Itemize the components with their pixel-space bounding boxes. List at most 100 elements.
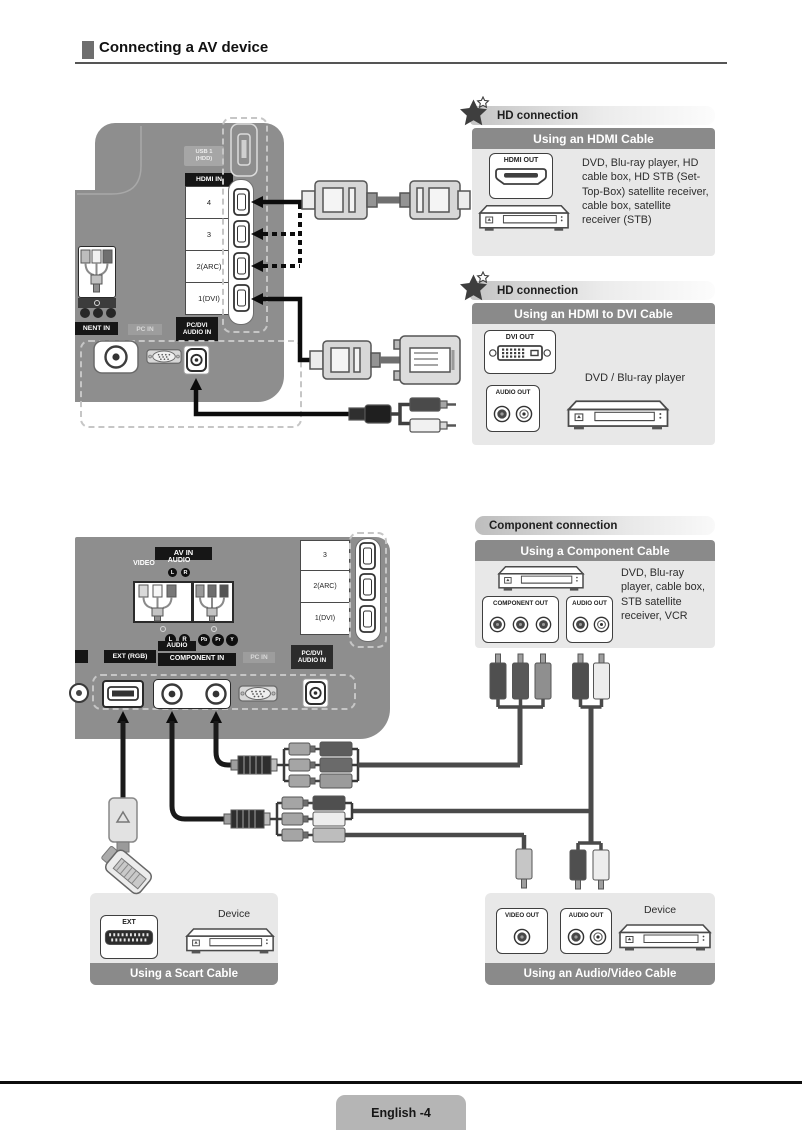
hdmi-ports-dashed-outline (222, 117, 268, 333)
label-fragment (75, 650, 88, 663)
hdmi-port-cell-3b: 3 (300, 540, 350, 571)
audio-left-badge: L (168, 568, 177, 577)
hd-connection-badge-strip-1 (470, 106, 715, 125)
usb-port-label: USB 1 (HDD) (184, 146, 224, 166)
rca-jack-dark-icon (567, 928, 585, 946)
page-number-label: English -4 (371, 1105, 431, 1120)
pc-dvi-line2: AUDIO IN (297, 657, 327, 664)
av-section-header: Using an Audio/Video Cable (485, 963, 715, 985)
page-bottom-rule (0, 1081, 802, 1084)
pc-in-label-bottom: PC IN (243, 652, 275, 663)
rca-jack-white-icon (515, 405, 533, 423)
device-icon (617, 922, 713, 952)
rca-jack-dark-icon (535, 616, 552, 633)
component-jack-dot-1 (80, 308, 90, 318)
connector-row-dashed-outline (92, 674, 356, 710)
scart-cable-illustration (101, 721, 152, 895)
audio-in-left-jack: L (165, 634, 176, 645)
avin-inset-right-box (192, 581, 234, 623)
video-label: VIDEO (133, 560, 155, 567)
hdmi-ports-strip (228, 179, 254, 325)
pb-jack: Pb (198, 634, 210, 646)
rca-jack-dark-icon (493, 405, 511, 423)
scart-section-header: Using a Scart Cable (90, 963, 278, 985)
dvd-player-icon (565, 398, 671, 431)
hdmi-in-label: HDMI IN (185, 173, 233, 186)
avin-inset-left-box (133, 581, 193, 623)
screw-icon (94, 300, 100, 306)
title-bullet (82, 41, 94, 59)
hdmi-connector-icon (494, 167, 548, 187)
hdmi-ports-dashed-outline-bottom (349, 532, 387, 648)
pc-dvi-line1: PC/DVI (301, 649, 323, 657)
pc-in-label-top: PC IN (128, 324, 162, 335)
component-connection-badge-strip (475, 516, 715, 535)
component-section-description: DVD, Blu-ray player, cable box, STB sate… (621, 567, 706, 623)
rca-jack-white-icon (593, 616, 610, 633)
audio-right-badge: R (181, 568, 190, 577)
pc-dvi-audio-in-label-top: PC/DVI AUDIO IN (176, 317, 218, 341)
device-label: Device (217, 908, 251, 920)
audio-out-label: AUDIO OUT (568, 912, 604, 919)
av-adapter-illustration (169, 721, 533, 889)
audio-out-plugs-and-cable (352, 653, 610, 890)
hd-connection-badge-2: HD connection (497, 284, 579, 297)
hdmi-out-port-icon: HDMI OUT (489, 153, 553, 199)
ext-port-icon: EXT (100, 915, 158, 959)
pc-dvi-audio-in-label-bottom: PC/DVI AUDIO IN (291, 645, 333, 669)
y-jack: Y (226, 634, 238, 646)
pc-dvi-line2: AUDIO IN (182, 329, 212, 336)
component-in-label: COMPONENT IN (158, 653, 236, 666)
hdmi-port-cell-2arcb: 2(ARC) (300, 570, 350, 603)
page-title: Connecting a AV device (99, 39, 269, 56)
rca-jack-dark-icon (512, 616, 529, 633)
star-icon (457, 271, 491, 305)
hdmi-cable-illustration (301, 180, 471, 220)
audio-in-right-jack: R (179, 634, 190, 645)
dvd-player-icon (477, 202, 571, 233)
audio-out-label: AUDIO OUT (572, 600, 607, 607)
hdmi-dvi-section-header: Using an HDMI to DVI Cable (472, 303, 715, 324)
component-cable-section-header: Using a Component Cable (475, 540, 715, 561)
component-cluster-box (78, 246, 116, 298)
av-in-label: AV IN (155, 547, 212, 560)
page-number-tab: English -4 (336, 1095, 466, 1130)
hdmi-cable-section-header: Using an HDMI Cable (472, 128, 715, 149)
audio-out-label: AUDIO OUT (495, 389, 531, 396)
ext-rgb-label: EXT (RGB) (104, 650, 156, 663)
audio-strip-label: AUDIO (158, 641, 196, 651)
rca-jack-dark-icon (489, 616, 506, 633)
device-icon (184, 926, 276, 955)
usb-label-line1: USB 1 (195, 149, 213, 156)
hdmi-out-label: HDMI OUT (503, 157, 539, 164)
ext-scart-port (102, 680, 144, 708)
hd-connection-badge-1: HD connection (497, 109, 579, 122)
rca-jack-dark-icon (513, 928, 531, 946)
rca-jack-dark-icon (572, 616, 589, 633)
hdmi-dvi-section-description: DVD / Blu-ray player (584, 372, 686, 384)
component-in-partial-label: NENT IN (75, 322, 118, 335)
device-label: Device (643, 904, 677, 916)
pc-dvi-line1: PC/DVI (186, 321, 208, 329)
hdmi-section-description: DVD, Blu-ray player, HD cable box, HD ST… (582, 157, 709, 227)
screw-icon (160, 626, 166, 632)
component-out-plugs (489, 653, 552, 700)
ext-label: EXT (122, 919, 136, 926)
dvi-out-port-icon: DVI OUT (484, 330, 556, 374)
dvi-connector-icon (488, 344, 552, 362)
audio-label: AUDIO (167, 557, 191, 564)
star-icon (457, 96, 491, 130)
component-jack-dot-2 (93, 308, 103, 318)
rca-jack-white-icon (589, 928, 607, 946)
bottom-connectors-dashed-outline-top-panel (80, 340, 302, 428)
hdmi-port-cell-4: 4 (185, 186, 233, 219)
hdmi-ports-strip-bottom (355, 538, 381, 642)
hd-connection-badge-strip-2 (470, 281, 715, 300)
screw-icon (211, 626, 217, 632)
dvi-out-label: DVI OUT (505, 334, 535, 341)
scart-connector-icon (104, 929, 154, 946)
usb-label-line2: (HDD) (195, 156, 213, 162)
pr-jack: Pr (212, 634, 224, 646)
hdmi-port-cell-1dvib: 1(DVI) (300, 602, 350, 635)
